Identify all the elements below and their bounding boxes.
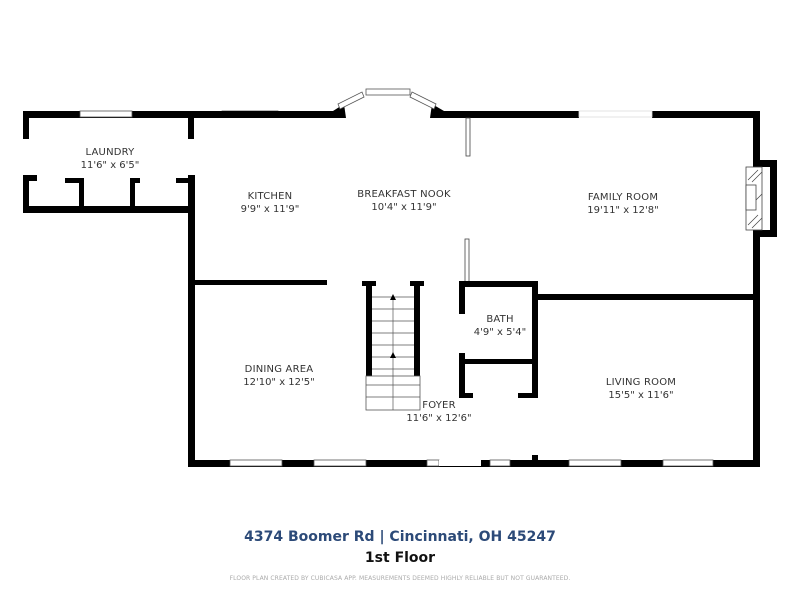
- interior-walls: [188, 117, 760, 467]
- dining-area-name: DINING AREA: [245, 364, 314, 375]
- breakfast-nook-dims: 10'4" x 11'9": [371, 202, 436, 213]
- family-room-dims: 19'11" x 12'8": [587, 205, 659, 216]
- laundry-name: LAUNDRY: [86, 147, 136, 158]
- room-foyer: FOYER 11'6" x 12'6": [406, 400, 471, 424]
- room-bath: BATH 4'9" x 5'4": [474, 314, 526, 338]
- room-dining-area: DINING AREA 12'10" x 12'5": [243, 364, 315, 388]
- floor-label: 1st Floor: [364, 550, 436, 566]
- exterior-walls: [188, 88, 777, 467]
- kitchen-dims: 9'9" x 11'9": [241, 204, 300, 215]
- breakfast-nook-name: BREAKFAST NOOK: [357, 189, 451, 200]
- laundry-walls: [23, 110, 279, 213]
- room-living-room: LIVING ROOM 15'5" x 11'6": [606, 377, 676, 401]
- foyer-dims: 11'6" x 12'6": [406, 413, 471, 424]
- bath-name: BATH: [486, 314, 513, 325]
- living-room-dims: 15'5" x 11'6": [608, 390, 673, 401]
- room-kitchen: KITCHEN 9'9" x 11'9": [241, 191, 300, 215]
- foyer-name: FOYER: [422, 400, 455, 411]
- dining-area-dims: 12'10" x 12'5": [243, 377, 315, 388]
- laundry-dims: 11'6" x 6'5": [81, 160, 140, 171]
- room-family-room: FAMILY ROOM 19'11" x 12'8": [587, 192, 659, 216]
- bath-dims: 4'9" x 5'4": [474, 327, 526, 338]
- room-laundry: LAUNDRY 11'6" x 6'5": [81, 147, 140, 171]
- room-breakfast-nook: BREAKFAST NOOK 10'4" x 11'9": [357, 189, 451, 213]
- property-address: 4374 Boomer Rd | Cincinnati, OH 45247: [244, 529, 556, 545]
- kitchen-name: KITCHEN: [248, 191, 293, 202]
- living-room-name: LIVING ROOM: [606, 377, 676, 388]
- family-room-name: FAMILY ROOM: [588, 192, 658, 203]
- disclaimer: FLOOR PLAN CREATED BY CUBICASA APP. MEAS…: [229, 575, 571, 582]
